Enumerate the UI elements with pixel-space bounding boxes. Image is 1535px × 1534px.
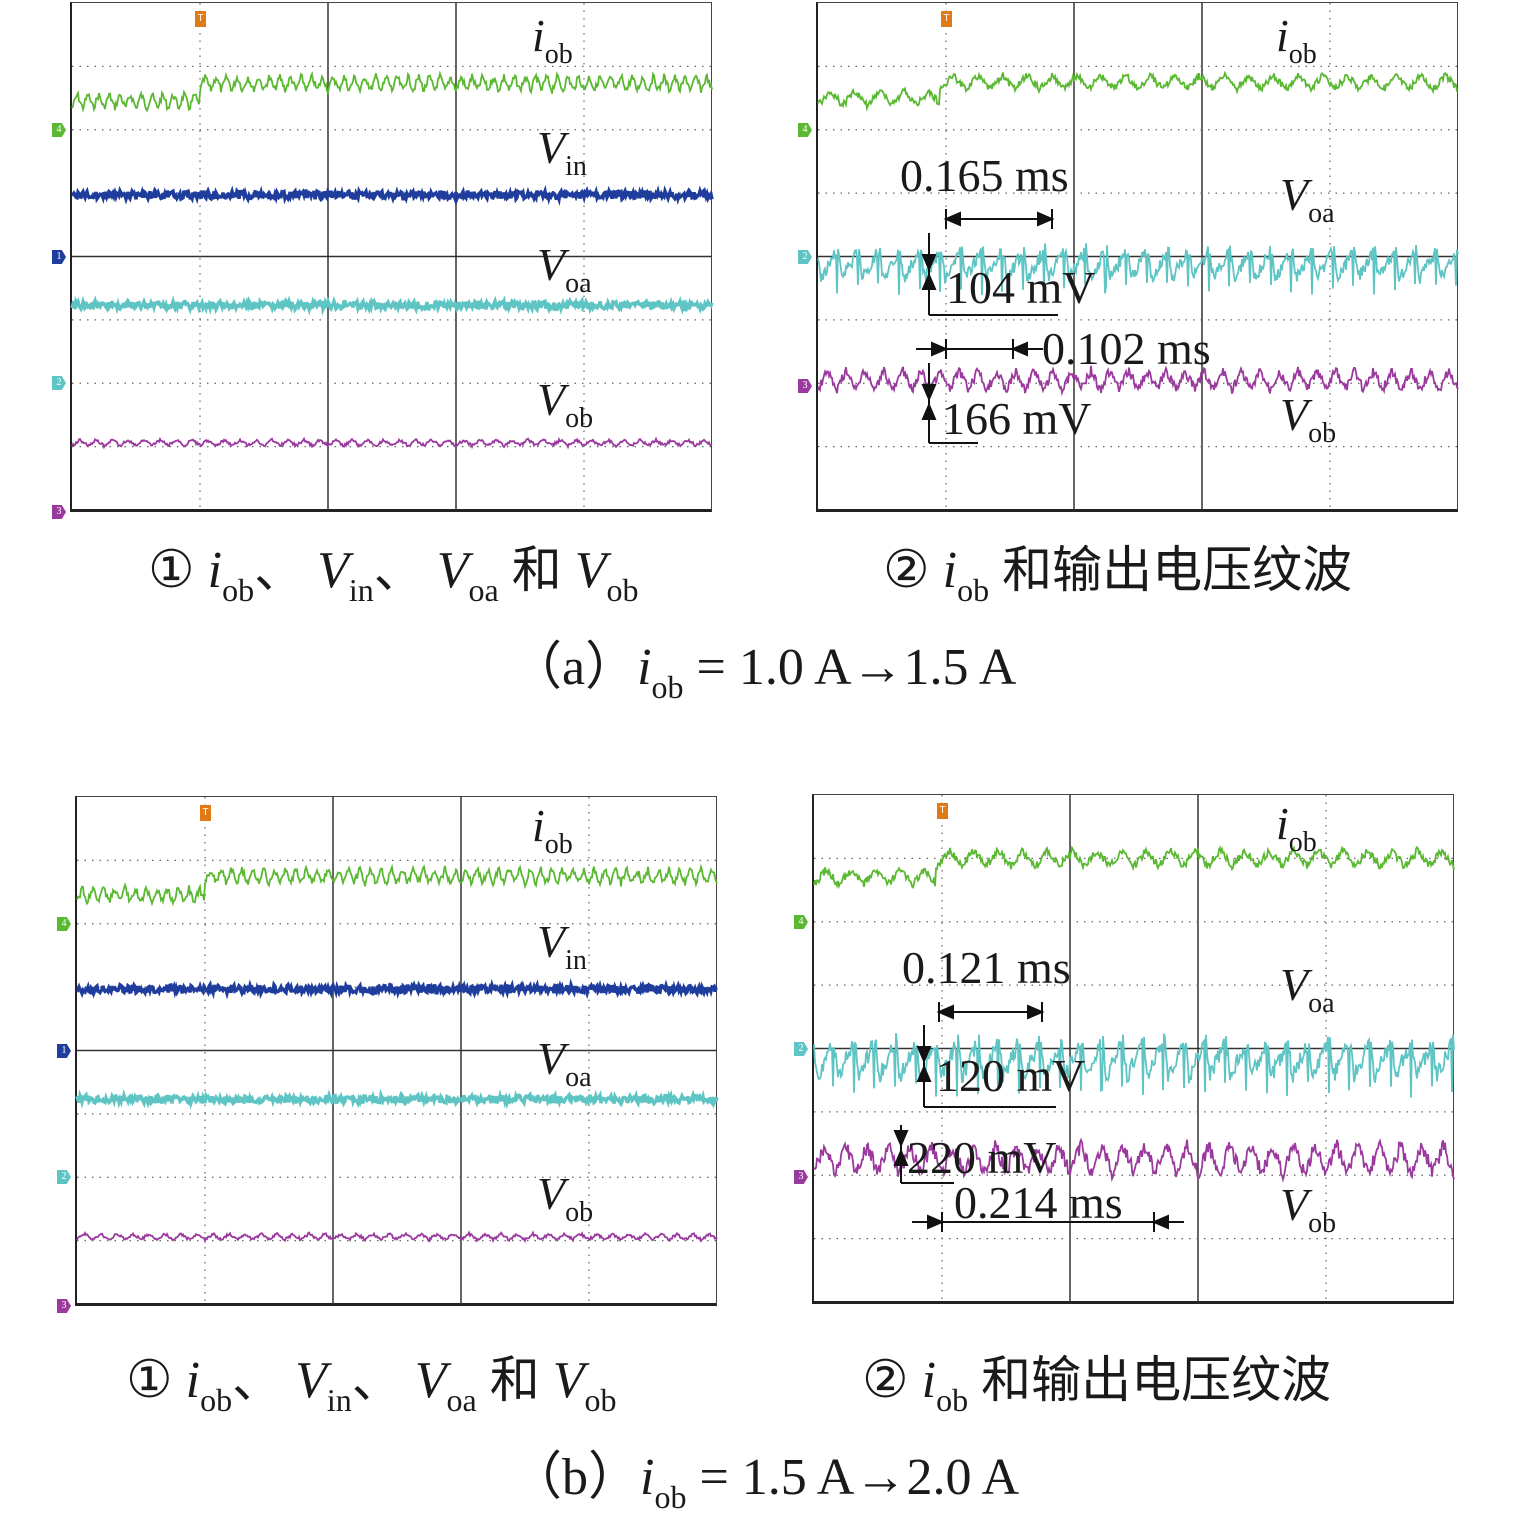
trace-vob — [817, 365, 1459, 397]
channel-4-marker: 4 — [52, 123, 66, 137]
trace-iob — [817, 70, 1459, 112]
waveform-canvas — [75, 797, 719, 1304]
scope-panel-a2: T iob Voa Vob 0.165 ms 104 mV 0.102 ms 1… — [816, 2, 1459, 512]
trace-voa — [75, 1088, 719, 1110]
channel-2-marker: 2 — [794, 1042, 808, 1056]
trace-vin — [75, 978, 718, 1000]
trace-vob — [813, 1137, 1455, 1183]
channel-1-marker: 1 — [52, 250, 66, 264]
ripple-annotation-voa: 104 mV — [946, 262, 1096, 313]
trace-iob — [76, 863, 718, 907]
label-voa: Voa — [537, 239, 592, 299]
channel-4-marker: 4 — [794, 915, 808, 929]
label-vin: Vin — [537, 916, 587, 976]
channel-3-marker: 3 — [798, 379, 812, 393]
caption-b1: ① iob、 Vin、 Voa 和 Vob — [126, 1351, 617, 1418]
channel-2-marker: 2 — [52, 376, 66, 390]
caption-a2: ② iob 和输出电压纹波 — [883, 541, 1353, 608]
channel-1-marker: 1 — [57, 1044, 71, 1058]
caption-b2: ② iob 和输出电压纹波 — [862, 1351, 1332, 1418]
waveform-canvas — [817, 3, 1459, 510]
trace-voa — [70, 295, 714, 316]
label-vob: Vob — [1280, 389, 1337, 449]
trace-iob — [71, 70, 713, 113]
waveform-canvas — [70, 3, 714, 510]
trigger-marker: T — [937, 803, 948, 819]
channel-4-marker: 4 — [798, 123, 812, 137]
channel-3-marker: 3 — [794, 1170, 808, 1184]
channel-4-marker: 4 — [57, 917, 71, 931]
ripple-annotation-vob: 220 mV — [907, 1132, 1057, 1183]
ripple-annotation-vob: 166 mV — [942, 393, 1092, 444]
label-voa: Voa — [537, 1033, 592, 1093]
scope-panel-a1: T iob Vin Voa Vob — [70, 2, 714, 512]
label-iob: iob — [532, 10, 573, 70]
period-annotation-voa: 0.121 ms — [902, 942, 1071, 993]
period-annotation-voa: 0.165 ms — [900, 150, 1069, 201]
label-iob: iob — [532, 800, 573, 860]
annotation-arrows — [916, 209, 1058, 444]
label-voa: Voa — [1280, 169, 1335, 229]
label-vin: Vin — [537, 122, 587, 182]
caption-a: （a）iob = 1.0 A→1.5 A — [510, 639, 1017, 705]
channel-2-marker: 2 — [798, 250, 812, 264]
trace-vin — [71, 184, 714, 207]
trigger-marker: T — [941, 11, 952, 27]
channel-3-marker: 3 — [52, 505, 66, 519]
label-iob: iob — [1276, 10, 1317, 70]
label-iob: iob — [1276, 798, 1317, 858]
channel-2-marker: 2 — [57, 1170, 71, 1184]
trace-vob — [76, 1230, 718, 1244]
trace-iob — [813, 844, 1455, 890]
trigger-marker: T — [195, 11, 206, 27]
channel-3-marker: 3 — [57, 1299, 71, 1313]
label-vob: Vob — [537, 374, 594, 434]
scope-panel-b1: T iob Vin Voa Vob — [75, 796, 719, 1306]
caption-b: （b）iob = 1.5 A→2.0 A — [510, 1449, 1020, 1515]
ripple-annotation-voa: 120 mV — [936, 1050, 1086, 1101]
period-annotation-vob: 0.214 ms — [954, 1177, 1123, 1228]
label-vob: Vob — [1280, 1179, 1337, 1239]
trigger-marker: T — [200, 805, 211, 821]
period-annotation-vob: 0.102 ms — [1042, 323, 1211, 374]
trace-voa — [817, 243, 1459, 296]
trace-vob — [71, 436, 713, 450]
label-vob: Vob — [537, 1168, 594, 1228]
annotation-arrows — [893, 1002, 1184, 1232]
scope-panel-b2: T iob Voa Vob 0.121 ms 120 mV 220 mV 0.2… — [812, 794, 1455, 1304]
label-voa: Voa — [1280, 959, 1335, 1019]
caption-a1: ① iob、 Vin、 Voa 和 Vob — [148, 541, 639, 608]
